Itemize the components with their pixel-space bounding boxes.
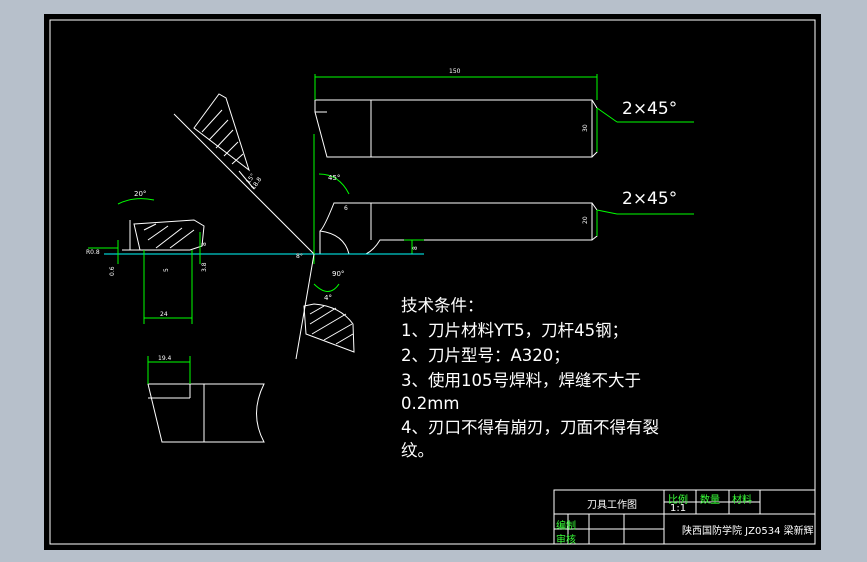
tech-notes-line4a: 4、刃口不得有崩刃，刀面不得有裂 — [401, 418, 659, 437]
dim-height-top: 30 — [582, 124, 589, 132]
dim-chamfer-top: 2×45° — [622, 99, 677, 119]
dim-angle-90: 90° — [332, 270, 344, 278]
tech-notes-title: 技术条件： — [401, 296, 484, 315]
left-detail — [122, 219, 205, 251]
dim-width-24: 24 — [160, 311, 168, 318]
title-scale-value: 1:1 — [670, 503, 687, 514]
end-dim — [147, 356, 191, 384]
section-upper — [193, 93, 255, 190]
dim-angle-15: 15° — [245, 172, 257, 185]
dim-left-d: 3.8 — [201, 262, 208, 272]
side-view — [319, 202, 598, 255]
title-material-label: 材料 — [732, 495, 752, 506]
sheet-border — [49, 19, 816, 545]
dim-angle-8: 8° — [296, 253, 303, 260]
title-drawn-label: 编制 — [556, 521, 576, 532]
left-dim — [88, 198, 201, 324]
blade-diag — [295, 253, 315, 360]
dim-left-b: 0.6 — [109, 266, 116, 276]
centerline-diag — [173, 113, 315, 255]
dim-left-a: R0.8 — [86, 249, 100, 256]
dim-small-6: 6 — [344, 205, 348, 212]
title-drawing-name: 刀具工作图 — [587, 500, 637, 511]
title-scale-label: 比例 — [668, 495, 688, 506]
dim-angle-20: 20° — [134, 190, 146, 198]
dim-left-c: 8 — [201, 242, 208, 246]
tech-notes-line1: 1、刀片材料YT5，刀杆45钢； — [401, 321, 629, 340]
title-checked-label: 审核 — [556, 535, 576, 546]
title-organization: 陕西国防学院 JZ0534 梁新辉 — [682, 526, 814, 537]
title-quantity-label: 数量 — [700, 495, 720, 506]
dim-left-e: 5 — [163, 268, 170, 272]
section-lower — [303, 303, 355, 353]
tech-notes-line2: 2、刀片型号：A320； — [401, 346, 570, 365]
dim-width-19: 19.4 — [158, 355, 172, 362]
top-dim — [314, 74, 694, 152]
title-block — [553, 489, 816, 545]
tech-notes-line3a: 3、使用105号焊料，焊缝不大于 — [401, 371, 641, 390]
tech-notes-line4b: 纹。 — [401, 441, 434, 460]
dim-angle-4: 4° — [324, 294, 332, 302]
side-dim — [313, 173, 694, 292]
tool-drawing: 150 2×45° 2×45° 30 20 8 45° 20° 90° 4° 1… — [49, 19, 816, 545]
top-view — [314, 99, 598, 158]
end-view — [147, 383, 265, 443]
dim-chamfer-bottom: 2×45° — [622, 189, 677, 209]
dim-total-length: 150 — [449, 68, 461, 75]
dim-angle-45: 45° — [328, 174, 340, 182]
drawing-viewport[interactable]: 150 2×45° 2×45° 30 20 8 45° 20° 90° 4° 1… — [44, 14, 821, 550]
dim-small-side: 8 — [412, 246, 419, 250]
dim-height-bottom: 20 — [582, 216, 589, 224]
tech-notes-line3b: 0.2mm — [401, 394, 460, 413]
